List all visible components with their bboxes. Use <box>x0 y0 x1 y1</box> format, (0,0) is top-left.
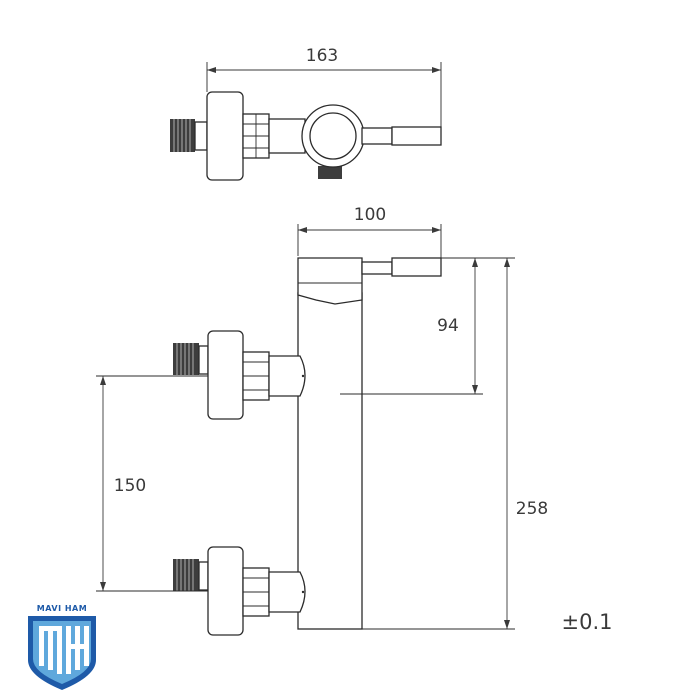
dim-handle-height-label: 94 <box>437 316 459 336</box>
upper-inlet <box>173 330 306 420</box>
brand-logo-text: MAVI HAM <box>37 604 87 613</box>
lower-inlet <box>173 546 306 636</box>
mixer-body <box>297 292 363 630</box>
handle-cap <box>297 257 363 305</box>
dim-body-width-label: 100 <box>354 205 386 225</box>
dim-inlet-spacing-label: 150 <box>114 476 146 496</box>
top-body-circle <box>301 104 365 168</box>
dim-handle-height: 94 <box>340 257 483 395</box>
top-lever <box>391 126 442 146</box>
dim-total-height-label: 258 <box>516 499 548 519</box>
front-view: 100 <box>96 205 613 636</box>
tolerance-label: ±0.1 <box>562 610 613 634</box>
dim-inlet-spacing: 150 <box>96 375 208 592</box>
brand-logo: MAVI HAM <box>28 604 96 690</box>
dim-top-width: 163 <box>206 46 442 128</box>
top-view: 163 <box>170 46 442 181</box>
dim-top-width-label: 163 <box>306 46 338 66</box>
top-flange <box>206 91 244 181</box>
dim-body-width: 100 <box>297 205 442 258</box>
front-lever <box>391 257 442 277</box>
dim-total-height: 258 <box>362 257 548 630</box>
